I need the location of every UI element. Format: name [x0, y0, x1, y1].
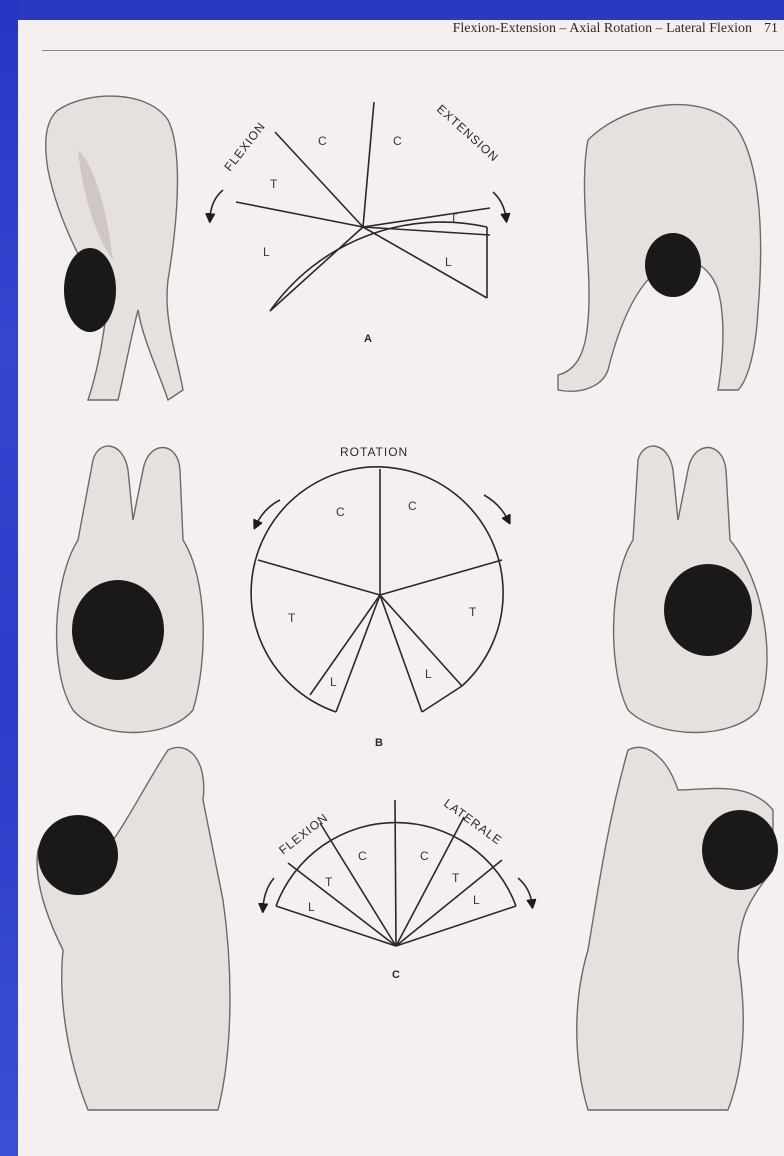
- diagram-a-label-t-right: T: [450, 211, 458, 225]
- diagram-b-divider: [336, 595, 380, 712]
- diagram-b-label-l-left: L: [330, 675, 337, 689]
- diagram-c-divider: [396, 860, 502, 946]
- diagram-c-label-c-right: C: [420, 849, 429, 863]
- diagram-b-label-c-left: C: [336, 505, 345, 519]
- diagram-c-letter: C: [392, 969, 400, 981]
- diagram-b-divider: [380, 595, 422, 712]
- diagram-a-label-t-left: T: [270, 177, 278, 191]
- diagram-a-label-c-right: C: [393, 134, 402, 148]
- diagram-a-extension-label: EXTENSION: [434, 102, 502, 165]
- diagram-b-rotation: C T L C T L ROTATION B: [251, 445, 508, 749]
- figure-forward-bend: [46, 96, 183, 400]
- curved-arrow-icon: [210, 190, 223, 218]
- diagram-b-label-l-right: L: [425, 667, 432, 681]
- book-page: Flexion-Extension – Axial Rotation – Lat…: [18, 20, 784, 1156]
- slide-background-top: [0, 0, 784, 22]
- diagram-a-label-l-right: L: [445, 255, 452, 269]
- diagram-c-label-c-left: C: [358, 849, 367, 863]
- diagram-c-laterale-label: LATERALE: [441, 796, 505, 848]
- diagram-c-label-l-right: L: [473, 893, 480, 907]
- diagram-a-letter: A: [364, 333, 372, 345]
- diagram-c-label-l-left: L: [308, 900, 315, 914]
- diagram-a-divider: [363, 102, 374, 227]
- diagram-a-edge-right: [363, 227, 487, 298]
- diagram-c-edge-left: [276, 906, 396, 946]
- diagram-c-divider: [395, 800, 396, 946]
- diagram-b-label-t-right: T: [469, 605, 477, 619]
- diagram-b-divider: [380, 595, 462, 686]
- diagram-a-label-l-left: L: [263, 245, 270, 259]
- curved-arrow-icon: [518, 878, 532, 904]
- figure-lateral-right: [577, 747, 778, 1110]
- figure-rotation-left: [57, 446, 204, 732]
- diagram-b-cap: [422, 686, 462, 712]
- diagram-b-label-c-right: C: [408, 499, 417, 513]
- diagram-c-label-t-left: T: [325, 875, 333, 889]
- diagram-b-divider: [310, 595, 380, 695]
- diagram-a-flexion-label: FLEXION: [221, 119, 268, 174]
- curved-arrow-icon: [484, 495, 508, 520]
- diagram-a-flexion-extension: C T L C T L FLEXION EXTENSION A: [210, 102, 506, 345]
- diagram-b-letter: B: [375, 737, 383, 749]
- figure-lateral-left: [37, 747, 230, 1110]
- diagram-c-label-t-right: T: [452, 871, 460, 885]
- illustration-plate: C T L C T L FLEXION EXTENSION A C: [18, 20, 784, 1156]
- diagram-b-divider: [258, 560, 380, 595]
- figure-back-bend: [558, 105, 761, 392]
- diagram-b-rotation-label: ROTATION: [340, 445, 408, 459]
- slide-background-left: [0, 0, 20, 1156]
- curved-arrow-icon: [263, 878, 274, 908]
- curved-arrow-icon: [493, 192, 506, 218]
- diagram-a-edge-left: [270, 227, 363, 311]
- diagram-c-divider: [288, 863, 396, 946]
- diagram-a-label-c-left: C: [318, 134, 327, 148]
- figure-rotation-right: [614, 446, 767, 732]
- diagram-c-lateral-flexion: L T C C T L FLEXION LATERALE C: [263, 796, 532, 981]
- diagram-b-divider: [380, 560, 502, 595]
- curved-arrow-icon: [256, 500, 280, 525]
- diagram-c-flexion-label: FLEXION: [276, 810, 331, 857]
- diagram-b-label-t-left: T: [288, 611, 296, 625]
- diagram-b-outer-arc: [251, 467, 503, 712]
